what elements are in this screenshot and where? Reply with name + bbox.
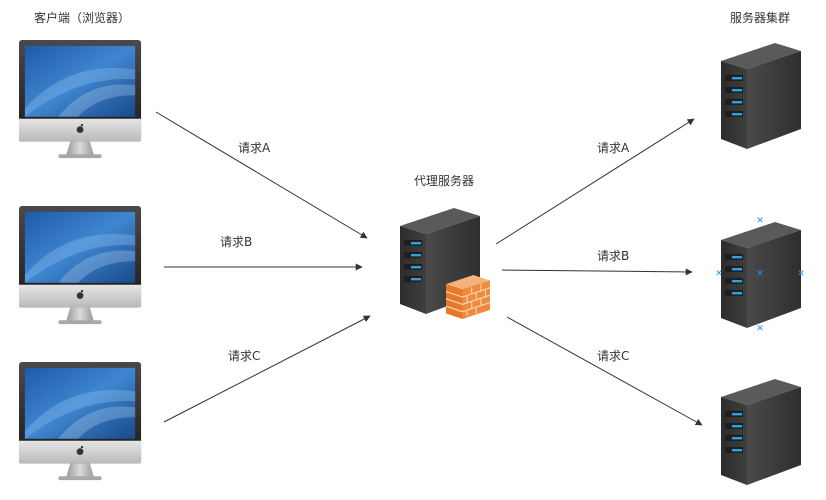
imac-computer-icon	[19, 206, 142, 325]
request-label-client-c: 请求C	[228, 349, 261, 363]
selection-handle-icon[interactable]: ✕	[756, 324, 764, 334]
proxy-title: 代理服务器	[414, 174, 475, 188]
arrow-proxy-to-server-c	[506, 316, 703, 426]
cluster-server-icon	[721, 379, 801, 485]
arrow-proxy-to-server-b	[501, 268, 693, 276]
selection-handle-icon[interactable]: ✕	[756, 216, 764, 226]
arrow-proxy-to-server-a	[495, 118, 695, 245]
selection-handle-icon[interactable]: ✕	[715, 269, 723, 279]
imac-computer-icon	[19, 362, 142, 481]
request-label-server-a: 请求A	[597, 141, 630, 155]
request-label-client-b: 请求B	[220, 235, 253, 249]
selection-handle-icon[interactable]: ✕	[756, 269, 764, 279]
imac-computer-icon	[19, 40, 142, 159]
request-label-server-b: 请求B	[597, 249, 630, 263]
arrow-client-c-to-proxy	[163, 315, 371, 423]
selection-handles[interactable]: ✕ ✕ ✕ ✕ ✕	[715, 216, 805, 334]
cluster-server-icon	[721, 43, 801, 149]
request-label-client-a: 请求A	[238, 141, 271, 155]
request-label-server-c: 请求C	[597, 349, 630, 363]
selection-handle-icon[interactable]: ✕	[797, 269, 805, 279]
arrow-client-a-to-proxy	[155, 111, 368, 239]
cluster-title: 服务器集群	[730, 11, 791, 25]
clients-title: 客户端（浏览器）	[34, 11, 131, 25]
